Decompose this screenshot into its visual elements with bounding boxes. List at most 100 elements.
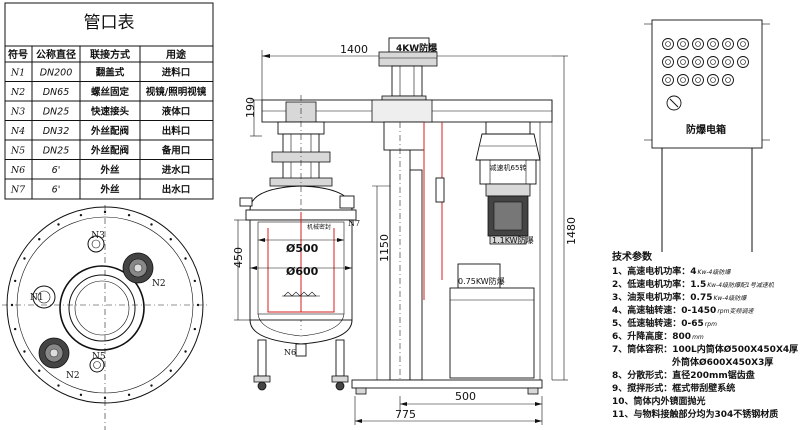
- table-cell: N2: [10, 87, 25, 98]
- table-cell: 外丝配阀: [90, 125, 129, 137]
- tech-param-item: 11、与物料接触部分均为304不锈钢材质: [612, 408, 778, 420]
- control-button-icon: [707, 74, 719, 86]
- control-button-icon: [722, 56, 734, 68]
- label-reducer: 减速机65转: [490, 163, 527, 172]
- control-button-icon: [662, 56, 674, 68]
- table-cell: DN32: [43, 126, 70, 137]
- bolt-dot: [79, 213, 83, 217]
- tech-param-item: 外筒体Ø600X450X3厚: [671, 356, 773, 368]
- control-button-icon: [722, 74, 734, 86]
- table-cell: 进料口: [162, 67, 191, 79]
- bolt-dot: [127, 213, 131, 217]
- table-cell: N4: [10, 126, 25, 137]
- table-cell: N5: [10, 146, 25, 157]
- control-button-icon: [662, 74, 674, 86]
- table-cell: 快速接头: [91, 106, 130, 118]
- control-button-core: [710, 77, 716, 83]
- control-button-core: [665, 41, 671, 47]
- bolt-dot: [169, 369, 172, 372]
- bolt-dot: [150, 223, 153, 226]
- bolt-dot: [13, 279, 17, 283]
- low-speed-motor-icon: [485, 183, 531, 245]
- table-cell: 视镜/照明视镜: [146, 86, 207, 98]
- table-cell: 液体口: [162, 106, 191, 118]
- control-button-core: [695, 41, 701, 47]
- control-button-core: [680, 77, 686, 83]
- tech-param-item: 10、筒体内外镜面抛光: [612, 395, 706, 407]
- control-button-icon: [692, 56, 704, 68]
- control-button-icon: [677, 74, 689, 86]
- table-cell: 6': [52, 185, 61, 196]
- control-button-core: [680, 59, 686, 65]
- control-button-core: [665, 59, 671, 65]
- table-cell: 出水口: [162, 184, 191, 196]
- table-cell: 备用口: [161, 145, 191, 157]
- sight-glass-icon: [122, 252, 154, 284]
- pump-unit-icon: [449, 263, 535, 379]
- control-button-core: [665, 77, 671, 83]
- tech-param-item: 9、搅拌形式：框式带刮壁系统: [612, 382, 735, 394]
- tech-params-title: 技术参数: [612, 250, 653, 263]
- tech-param-item: 8、分散形式：直径200mm锯齿盘: [612, 369, 755, 381]
- label-pump-motor: 0.75KW防爆: [458, 276, 505, 286]
- dim-1150: 1150: [378, 234, 391, 262]
- selector-switch-icon: [666, 95, 682, 111]
- label-n1: N1: [30, 293, 44, 303]
- tech-param-item: 2、低速电机功率：1.5Kw-4级防爆配1号减速机: [612, 278, 775, 290]
- table-cell: 翻盖式: [96, 67, 125, 79]
- tech-param-item: 3、油泵电机功率：0.75Kw-4级防爆: [612, 291, 747, 303]
- bolt-dot: [23, 257, 26, 260]
- control-box: [644, 19, 770, 252]
- table-cell: DN25: [43, 107, 70, 118]
- dim-450: 450: [232, 247, 245, 268]
- control-button-icon: [677, 38, 689, 50]
- label-n2: N2: [152, 279, 166, 289]
- bolt-dot: [13, 327, 17, 331]
- table-cell: 出料口: [162, 125, 191, 137]
- bolt-dot: [38, 369, 41, 372]
- tech-params: 技术参数 1、高速电机功率：4Kw-4级防爆2、低速电机功率：1.5Kw-4级防…: [612, 250, 798, 420]
- control-button-icon: [677, 56, 689, 68]
- table-header-usage: 用途: [165, 48, 187, 61]
- table-cell: N1: [10, 68, 25, 79]
- table-cell: 外丝配阀: [90, 145, 129, 157]
- label-low-motor: 1.1KW防爆: [492, 235, 534, 245]
- reducer-icon: [475, 121, 541, 185]
- dim-dia-600: Ø600: [286, 265, 319, 278]
- control-button-icon: [722, 38, 734, 50]
- table-cell: DN200: [40, 68, 73, 79]
- bolt-dot: [193, 327, 197, 331]
- nozzle-table-title: 管口表: [84, 13, 135, 33]
- dim-dia-500: Ø500: [286, 242, 319, 255]
- label-n7: N7: [348, 219, 360, 228]
- tech-param-item: 5、低速轴转速：0-65rpm: [612, 317, 717, 329]
- table-cell: 螺丝固定: [91, 86, 130, 98]
- label-top-motor: 4KW防爆: [396, 42, 438, 54]
- top-motor-icon: [378, 37, 438, 107]
- table-cell: 6': [52, 165, 61, 176]
- vessel-body-icon: [239, 185, 357, 391]
- control-button-core: [710, 59, 716, 65]
- control-button-core: [695, 59, 701, 65]
- bolt-dot: [57, 384, 60, 387]
- table-cell: 外丝: [99, 184, 120, 196]
- control-button-core: [725, 41, 731, 47]
- table-cell: N7: [10, 185, 26, 196]
- dim-190: 190: [244, 97, 257, 118]
- tech-param-item: 6、升降高度：800mm: [612, 330, 704, 342]
- control-button-core: [695, 77, 701, 83]
- bolt-dot: [10, 303, 14, 307]
- label-n5: N5: [92, 352, 106, 362]
- sight-glass-icon: [38, 337, 70, 369]
- dim-775: 775: [395, 408, 416, 421]
- machine-front-view: 1400 4KW防爆 190: [232, 37, 578, 425]
- control-button-icon: [662, 38, 674, 50]
- bolt-dot: [184, 257, 187, 260]
- bolt-dot: [150, 384, 153, 387]
- control-button-icon: [737, 38, 749, 50]
- table-cell: 进水口: [162, 164, 191, 176]
- label-control-box: 防爆电箱: [686, 123, 726, 136]
- bolt-dot: [103, 396, 107, 400]
- bolt-dot: [38, 238, 41, 241]
